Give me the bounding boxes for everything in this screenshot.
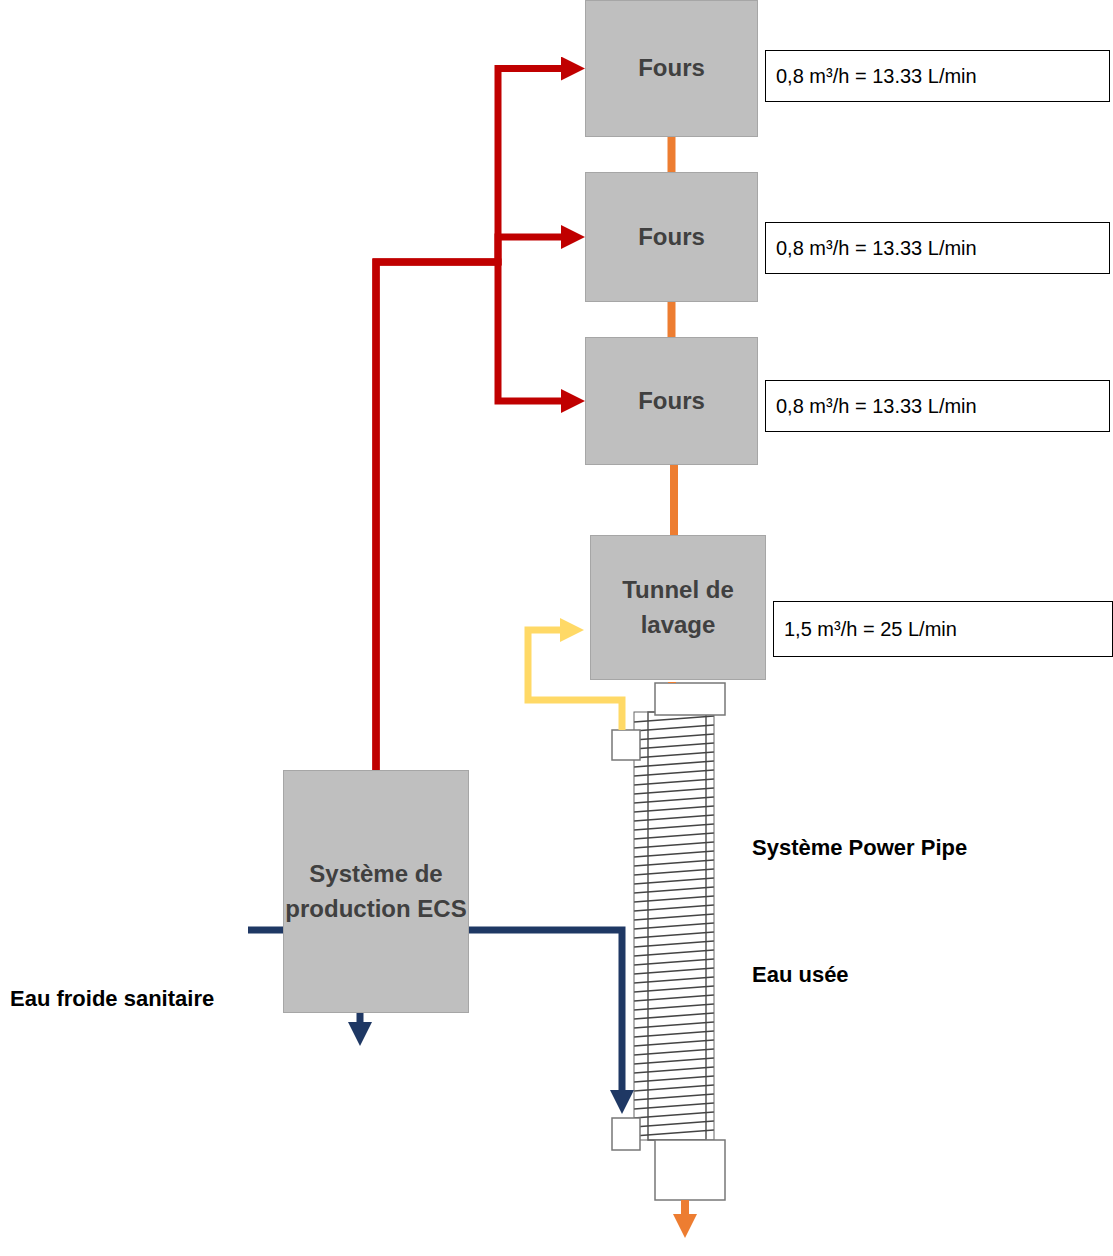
waste-water-line bbox=[668, 302, 676, 337]
coil-stroke bbox=[634, 806, 714, 812]
hot-water-line bbox=[376, 237, 569, 770]
coil-stroke bbox=[634, 986, 714, 992]
coil-stroke bbox=[634, 842, 714, 848]
dhw-production-box: Système de production ECS bbox=[283, 770, 469, 1013]
coil-stroke bbox=[634, 788, 714, 794]
coil-stroke bbox=[634, 1094, 714, 1100]
node-text: 1,5 m³/h = 25 L/min bbox=[784, 618, 957, 641]
waste-outlet-arrow bbox=[681, 1200, 689, 1222]
coil-stroke bbox=[634, 1031, 714, 1037]
node-text: Fours bbox=[638, 51, 705, 86]
oven-box: Fours bbox=[585, 0, 758, 137]
coil-stroke bbox=[634, 860, 714, 866]
flow-rate-box: 1,5 m³/h = 25 L/min bbox=[773, 601, 1113, 657]
coil-stroke bbox=[634, 1112, 714, 1118]
node-text: Fours bbox=[638, 220, 705, 255]
coil-stroke bbox=[634, 1130, 714, 1136]
flow-rate-box: 0,8 m³/h = 13.33 L/min bbox=[765, 380, 1110, 432]
coil-stroke bbox=[634, 905, 714, 911]
coil-stroke bbox=[634, 734, 714, 740]
washing-tunnel-box: Tunnel de lavage bbox=[590, 535, 766, 680]
stream-label: Eau froide sanitaire bbox=[10, 986, 214, 1012]
coil-stroke bbox=[634, 761, 714, 767]
coil-windings bbox=[634, 712, 714, 1140]
waste-water-line bbox=[670, 465, 678, 535]
waste-inlet-arrow bbox=[668, 682, 676, 683]
oven-box: Fours bbox=[585, 337, 758, 465]
coil-stroke bbox=[634, 1103, 714, 1109]
coil-stroke bbox=[634, 968, 714, 974]
coil-stroke bbox=[634, 1040, 714, 1046]
coil-stroke bbox=[634, 977, 714, 983]
coil-stroke bbox=[634, 887, 714, 893]
coil-stroke bbox=[634, 1004, 714, 1010]
node-text: Fours bbox=[638, 384, 705, 419]
coil-stroke bbox=[634, 878, 714, 884]
coil-stroke bbox=[634, 833, 714, 839]
system-name-label: Système Power Pipe bbox=[752, 835, 967, 861]
coil-stroke bbox=[634, 770, 714, 776]
coil-stroke bbox=[634, 716, 714, 722]
flow-rate-box: 0,8 m³/h = 13.33 L/min bbox=[765, 222, 1110, 274]
hot-water-line bbox=[376, 262, 569, 770]
coil-outline bbox=[634, 712, 714, 1140]
coil-stroke bbox=[634, 752, 714, 758]
node-text: Tunnel de lavage bbox=[591, 573, 765, 643]
coil-stroke bbox=[634, 815, 714, 821]
stream-label: Eau usée bbox=[752, 962, 849, 988]
coil-stroke bbox=[634, 1049, 714, 1055]
coil-stroke bbox=[634, 1076, 714, 1082]
coil-stroke bbox=[634, 959, 714, 965]
node-text: Système de production ECS bbox=[284, 857, 468, 927]
coil-stroke bbox=[634, 1121, 714, 1127]
coil-stroke bbox=[634, 1058, 714, 1064]
coil-stroke bbox=[634, 932, 714, 938]
hot-water-line bbox=[376, 69, 569, 771]
coil-stroke bbox=[634, 896, 714, 902]
coil-stroke bbox=[634, 1013, 714, 1019]
coil-stroke bbox=[634, 797, 714, 803]
waste-water-line bbox=[668, 137, 676, 172]
node-text: 0,8 m³/h = 13.33 L/min bbox=[776, 65, 977, 88]
coil-stroke bbox=[634, 923, 714, 929]
pipe-top-cap bbox=[655, 683, 725, 715]
coil-stroke bbox=[634, 824, 714, 830]
coil-stroke bbox=[634, 941, 714, 947]
coil-stroke bbox=[634, 779, 714, 785]
inlet-bottom bbox=[612, 1118, 640, 1150]
coil-stroke bbox=[634, 851, 714, 857]
coil-stroke bbox=[634, 743, 714, 749]
oven-box: Fours bbox=[585, 172, 758, 302]
coil-stroke bbox=[634, 1067, 714, 1073]
coil-stroke bbox=[634, 914, 714, 920]
coil-stroke bbox=[634, 1085, 714, 1091]
coil-stroke bbox=[634, 725, 714, 731]
coil-stroke bbox=[634, 995, 714, 1001]
flow-rate-box: 0,8 m³/h = 13.33 L/min bbox=[765, 50, 1110, 102]
inlet-top bbox=[612, 730, 640, 760]
node-text: 0,8 m³/h = 13.33 L/min bbox=[776, 237, 977, 260]
coil-stroke bbox=[634, 869, 714, 875]
coil-stroke bbox=[634, 950, 714, 956]
pipe-bottom-cap bbox=[655, 1140, 725, 1200]
node-text: 0,8 m³/h = 13.33 L/min bbox=[776, 395, 977, 418]
coil-stroke bbox=[634, 1022, 714, 1028]
